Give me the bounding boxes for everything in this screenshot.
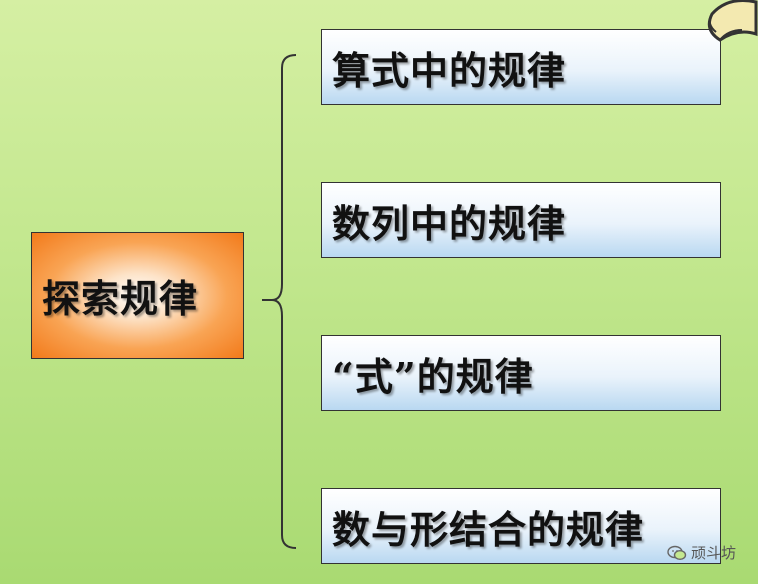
child-node-formula: 算式中的规律 — [321, 29, 721, 105]
child-node-label: 算式中的规律 — [332, 47, 567, 93]
watermark: 顽斗坊 — [667, 542, 736, 563]
child-node-expression: “式”的规律 — [321, 335, 721, 411]
child-node-label: “式”的规律 — [332, 353, 534, 399]
child-node-label: 数列中的规律 — [332, 200, 567, 246]
watermark-text: 顽斗坊 — [690, 544, 736, 562]
root-node: 探索规律 — [31, 232, 244, 359]
brace-line — [271, 54, 297, 549]
child-node-label: 数与形结合的规律 — [332, 506, 645, 552]
scroll-icon — [707, 0, 758, 42]
child-node-sequence: 数列中的规律 — [321, 182, 721, 258]
child-node-number-shape: 数与形结合的规律 — [321, 488, 721, 564]
root-node-label: 探索规律 — [42, 276, 199, 321]
wechat-icon — [667, 545, 687, 560]
